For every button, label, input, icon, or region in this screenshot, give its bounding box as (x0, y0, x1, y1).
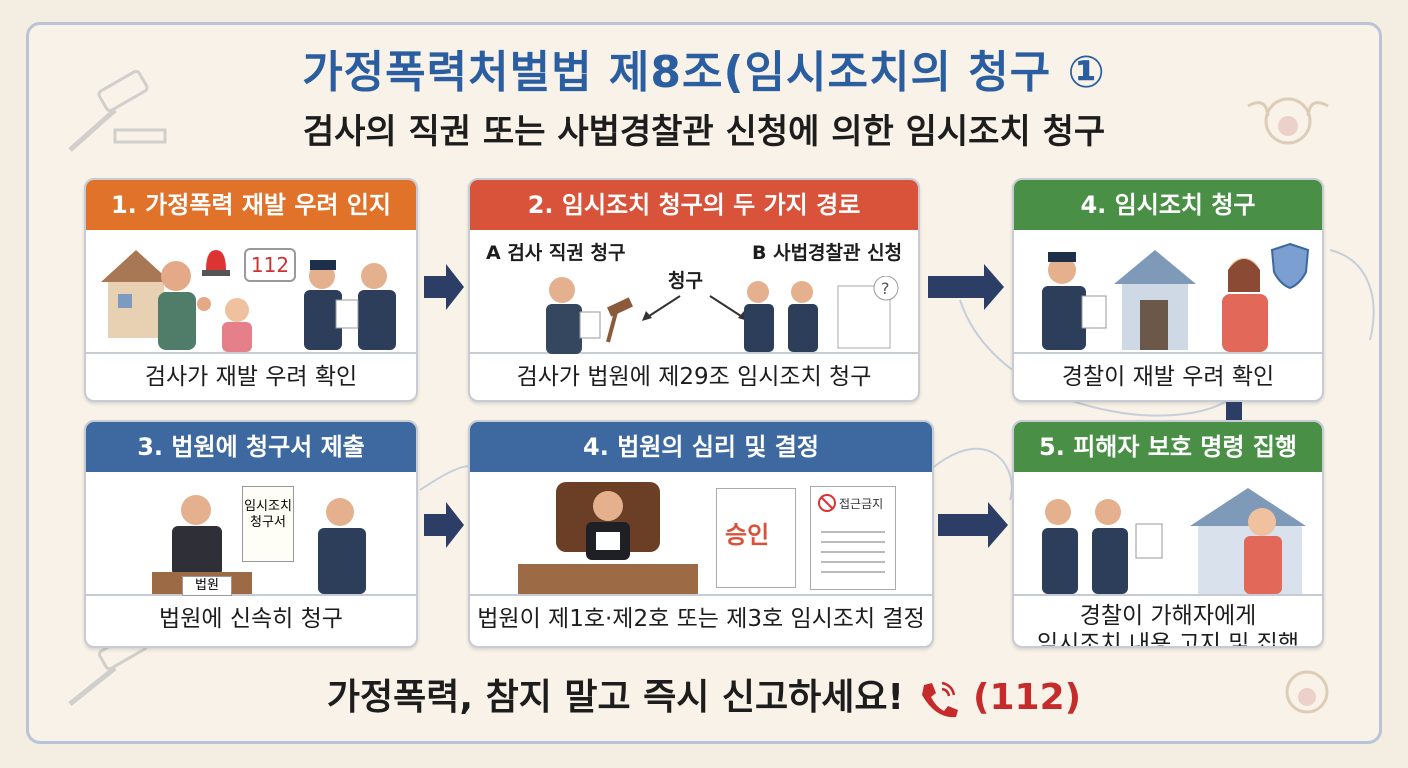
gavel-icon (68, 70, 167, 152)
restraining-order-document: 접근금지 (810, 486, 896, 590)
scared-girl-icon (222, 298, 252, 352)
prosecutor-icon (546, 277, 633, 354)
court-desk-sign: 법원 (182, 576, 232, 596)
house-icon (101, 250, 171, 338)
caption-line-2: 임시조치 내용 고지 및 집행 (1036, 631, 1299, 648)
house-icon (1114, 250, 1196, 350)
flow-arrow-right (938, 502, 1008, 548)
flow-arrow-right (928, 264, 1004, 310)
step-card-court-decision: 4. 법원의 심리 및 결정 승인 접근금지 법원이 제1호·제2호 또는 제3… (468, 420, 934, 648)
step-card-recognition: 1. 가정폭력 재발 우려 인지 112 검사가 재발 우려 확인 (84, 178, 418, 402)
illustration-domestic-violence: 112 (86, 230, 416, 354)
illustration-court-submission: 법원 임시조치 청구서 (86, 472, 416, 596)
restraining-order-title: 접근금지 (839, 497, 884, 511)
police-officer-icon (1042, 252, 1107, 350)
step-card-enforcement: 5. 피해자 보호 명령 집행 경찰이 가해자에게 임시조치 내용 고지 및 집… (1012, 420, 1324, 648)
step-card-caption: 검사가 법원에 제29조 임시조치 청구 (516, 364, 872, 390)
judge-bench-icon (518, 482, 698, 594)
illustration-police-check (1014, 230, 1322, 354)
police-officer-icon (318, 498, 366, 594)
police-officers-icon (1042, 499, 1163, 594)
step-card-header: 2. 임시조치 청구의 두 가지 경로 (470, 180, 918, 230)
flow-arrow-right (424, 502, 464, 548)
step-card-court-submission: 3. 법원에 청구서 제출 법원 임시조치 청구서 법원에 신속히 청구 (84, 420, 418, 648)
route-b-label: B 사법경찰관 신청 (752, 242, 903, 264)
police-emblem-icon (1247, 97, 1329, 145)
step-card-header: 5. 피해자 보호 명령 집행 (1014, 422, 1322, 472)
illustration-court-decision: 승인 접근금지 (470, 472, 932, 596)
phone-icon (922, 681, 959, 718)
step-card-header: 4. 법원의 심리 및 결정 (470, 422, 932, 472)
page-title: 가정폭력처벌법 제8조(임시조치의 청구 ① (302, 47, 1106, 98)
step-card-header: 1. 가정폭력 재발 우려 인지 (86, 180, 416, 230)
step-card-caption: 경찰이 가해자에게 임시조치 내용 고지 및 집행 (1014, 596, 1322, 648)
document-lines (821, 523, 885, 579)
step-card-header: 3. 법원에 청구서 제출 (86, 422, 416, 472)
step-card-caption: 법원이 제1호·제2호 또는 제3호 임시조치 결정 (477, 606, 925, 632)
vertical-connector (1226, 402, 1242, 422)
police-officers-icon (304, 260, 396, 350)
footer-callout: 가정폭력, 참지 말고 즉시 신고하세요! (112) (0, 668, 1408, 720)
angry-man-icon (158, 261, 211, 350)
police-officers-icon: ? (744, 276, 899, 352)
police-emblem-icon (1285, 670, 1329, 714)
step-card-header: 4. 임시조치 청구 (1014, 180, 1322, 230)
approval-stamp: 승인 (725, 521, 770, 549)
caption-line-1: 경찰이 가해자에게 (1079, 603, 1257, 629)
step-card-two-routes: 2. 임시조치 청구의 두 가지 경로 A 검사 직권 청구 B 사법경찰관 신… (468, 178, 920, 402)
siren-icon (202, 250, 230, 276)
emergency-number: (112) (973, 677, 1082, 718)
illustration-enforcement (1014, 472, 1322, 596)
worried-woman-icon (1222, 258, 1268, 352)
no-entry-icon (818, 494, 836, 512)
step-card-interim-request: 4. 임시조치 청구 경찰이 재발 우려 확인 (1012, 178, 1324, 402)
page-subtitle: 검사의 직권 또는 사법경찰관 신청에 의한 임시조치 청구 (302, 112, 1106, 152)
footer-text: 가정폭력, 참지 말고 즉시 신고하세요! (326, 677, 904, 718)
route-arrows (642, 295, 748, 321)
step-card-caption: 법원에 신속히 청구 (159, 606, 343, 632)
house-icon (1190, 488, 1306, 594)
illustration-two-routes: A 검사 직권 청구 B 사법경찰관 신청 청구 ? (470, 230, 918, 354)
flow-arrow-right (424, 264, 464, 310)
shield-icon (1270, 242, 1310, 290)
svg-text:?: ? (881, 279, 890, 298)
step-card-caption: 경찰이 재발 우려 확인 (1061, 364, 1275, 390)
step-card-caption: 검사가 재발 우려 확인 (144, 364, 358, 390)
route-a-label: A 검사 직권 청구 (486, 242, 626, 264)
route-center-label: 청구 (668, 270, 703, 292)
call-112-bubble: 112 (244, 248, 296, 282)
petition-document: 임시조치 청구서 (242, 486, 294, 562)
approval-document: 승인 (716, 488, 796, 588)
